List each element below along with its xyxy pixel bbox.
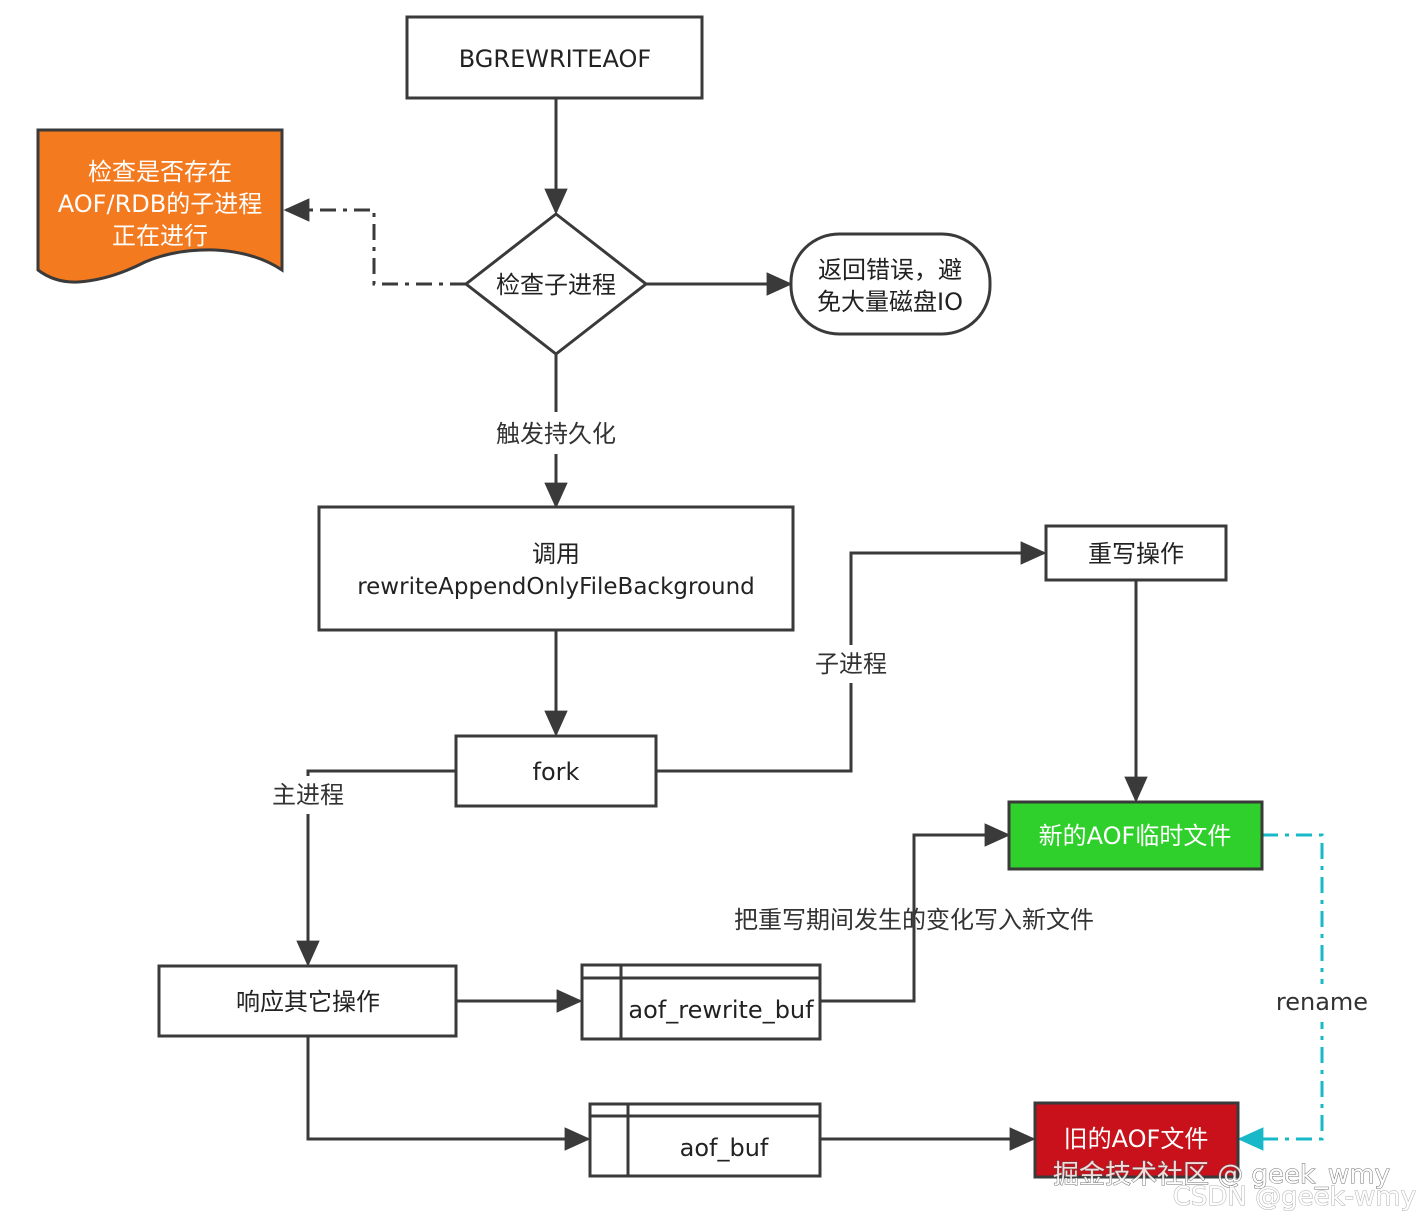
node-rewrite-operation: 重写操作 bbox=[1044, 524, 1228, 582]
edge-respond-to-aofbuf bbox=[306, 1036, 591, 1151]
old-aof-label: 旧的AOF文件 bbox=[1064, 1125, 1209, 1153]
return-error-line-1: 返回错误，避 bbox=[818, 256, 962, 284]
watermark-csdn: CSDN @geek-wmy bbox=[1173, 1182, 1416, 1212]
return-error-line-2: 免大量磁盘IO bbox=[817, 288, 963, 316]
aof-buf-label: aof_buf bbox=[680, 1134, 769, 1162]
respond-label: 响应其它操作 bbox=[236, 988, 380, 1016]
new-aof-label: 新的AOF临时文件 bbox=[1039, 822, 1232, 850]
rewrite-op-label: 重写操作 bbox=[1088, 540, 1184, 568]
node-return-error: 返回错误，避 免大量磁盘IO bbox=[789, 232, 992, 336]
node-call-rewrite-function: 调用 rewriteAppendOnlyFileBackground bbox=[317, 505, 795, 632]
node-check-child-decision: 检查子进程 bbox=[463, 212, 649, 356]
node-check-existing-process: 检查是否存在 AOF/RDB的子进程 正在进行 bbox=[36, 128, 284, 284]
node-aof-buf: aof_buf bbox=[588, 1102, 822, 1178]
check-doc-line-2: AOF/RDB的子进程 bbox=[58, 190, 262, 218]
edge-fork-to-respond bbox=[296, 769, 456, 967]
watermark-juejin: 掘金技术社区 @ geek_wmy bbox=[1053, 1160, 1390, 1190]
label-trigger: 触发持久化 bbox=[496, 420, 616, 448]
label-child-process: 子进程 bbox=[815, 650, 887, 678]
check-doc-line-1: 检查是否存在 bbox=[88, 158, 232, 186]
node-fork: fork bbox=[454, 734, 658, 808]
bgrewriteaof-label: BGREWRITEAOF bbox=[459, 45, 651, 73]
node-bgrewriteaof: BGREWRITEAOF bbox=[405, 15, 704, 100]
call-fn-line-1: 调用 bbox=[532, 540, 580, 568]
check-doc-line-3: 正在进行 bbox=[112, 222, 208, 250]
label-main-process: 主进程 bbox=[272, 781, 344, 809]
call-fn-line-2: rewriteAppendOnlyFileBackground bbox=[357, 574, 755, 600]
node-old-aof-file: 旧的AOF文件 bbox=[1033, 1101, 1240, 1179]
edge-check-to-doc bbox=[283, 198, 466, 286]
fork-label: fork bbox=[533, 758, 580, 786]
label-rename: rename bbox=[1276, 988, 1368, 1016]
node-aof-rewrite-buf: aof_rewrite_buf bbox=[580, 963, 822, 1041]
check-child-label: 检查子进程 bbox=[496, 271, 616, 299]
label-write-changes: 把重写期间发生的变化写入新文件 bbox=[734, 906, 1094, 934]
node-respond-other-operations: 响应其它操作 bbox=[157, 964, 458, 1038]
edge-rewritebuf-to-new bbox=[820, 823, 1011, 1003]
node-new-aof-temp-file: 新的AOF临时文件 bbox=[1007, 800, 1264, 871]
aof-rewrite-buf-label: aof_rewrite_buf bbox=[628, 996, 814, 1024]
